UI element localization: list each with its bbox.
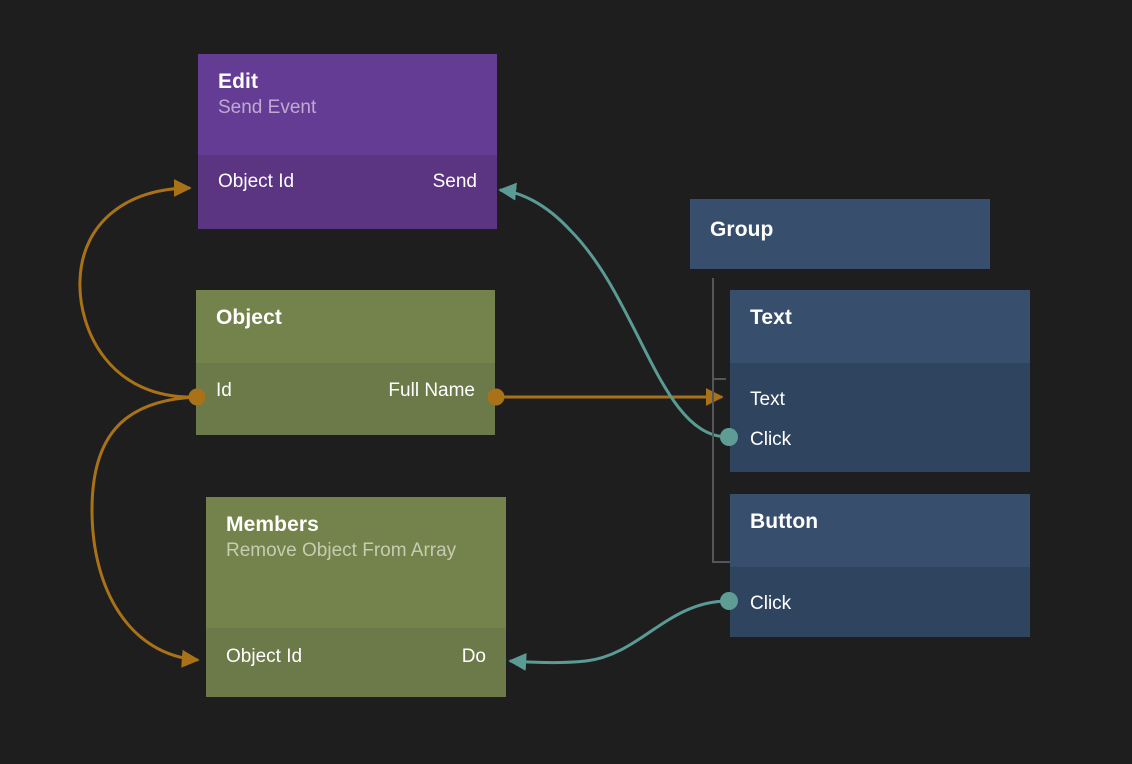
node-button-port-row-click[interactable]: Click [730,584,1030,624]
node-object-input-port-label[interactable]: Id [216,380,232,401]
group-tree-branch-text [712,378,726,380]
edge-object-id-to-members-object-id [90,395,200,668]
node-text-header[interactable]: Text [730,290,1030,363]
node-group[interactable]: Group [690,199,990,269]
edge-button-click-to-members-do [508,599,729,671]
node-edit-port-row[interactable]: Object Id Send [198,162,497,202]
node-object-header[interactable]: Object [196,290,495,363]
node-text-body: Text Click [730,363,1030,472]
node-object-port-row[interactable]: Id Full Name [196,371,495,411]
node-text-port-row-click[interactable]: Click [730,420,1030,460]
node-button-click-port-label[interactable]: Click [750,593,792,614]
node-object-body: Id Full Name [196,363,495,435]
node-group-header[interactable]: Group [690,199,990,269]
group-tree-vertical-line [712,278,714,563]
node-edit[interactable]: Edit Send Event Object Id Send [198,54,497,229]
node-edit-body: Object Id Send [198,155,497,229]
node-members-input-port-label[interactable]: Object Id [226,646,303,667]
node-members-port-row[interactable]: Object Id Do [206,637,506,677]
node-object-title: Object [216,306,282,329]
node-members-header[interactable]: Members Remove Object From Array [206,497,506,628]
node-text-port-row-text[interactable]: Text [730,380,1030,420]
node-edit-subtitle: Send Event [218,97,317,119]
node-text-text-port-label[interactable]: Text [750,389,785,410]
node-edit-output-port-label[interactable]: Send [432,171,477,192]
node-edit-input-port-label[interactable]: Object Id [218,171,295,192]
node-members-body: Object Id Do [206,628,506,697]
node-group-title: Group [710,218,774,241]
node-text-click-port-label[interactable]: Click [750,429,792,450]
node-button-body: Click [730,567,1030,637]
edge-object-id-to-edit-object-id [78,179,198,399]
node-members-output-port-label[interactable]: Do [461,646,486,667]
node-members-title: Members [226,513,319,536]
node-button-header[interactable]: Button [730,494,1030,567]
node-object[interactable]: Object Id Full Name [196,290,495,435]
node-button[interactable]: Button Click [730,494,1030,637]
node-button-title: Button [750,510,819,533]
node-text[interactable]: Text Text Click [730,290,1030,472]
node-edit-header[interactable]: Edit Send Event [198,54,497,155]
node-edit-title: Edit [218,70,259,93]
node-members-subtitle: Remove Object From Array [226,540,457,562]
node-text-title: Text [750,306,793,329]
group-tree-branch-button [712,561,730,563]
node-object-output-port-label[interactable]: Full Name [388,380,475,401]
node-members[interactable]: Members Remove Object From Array Object … [206,497,506,697]
